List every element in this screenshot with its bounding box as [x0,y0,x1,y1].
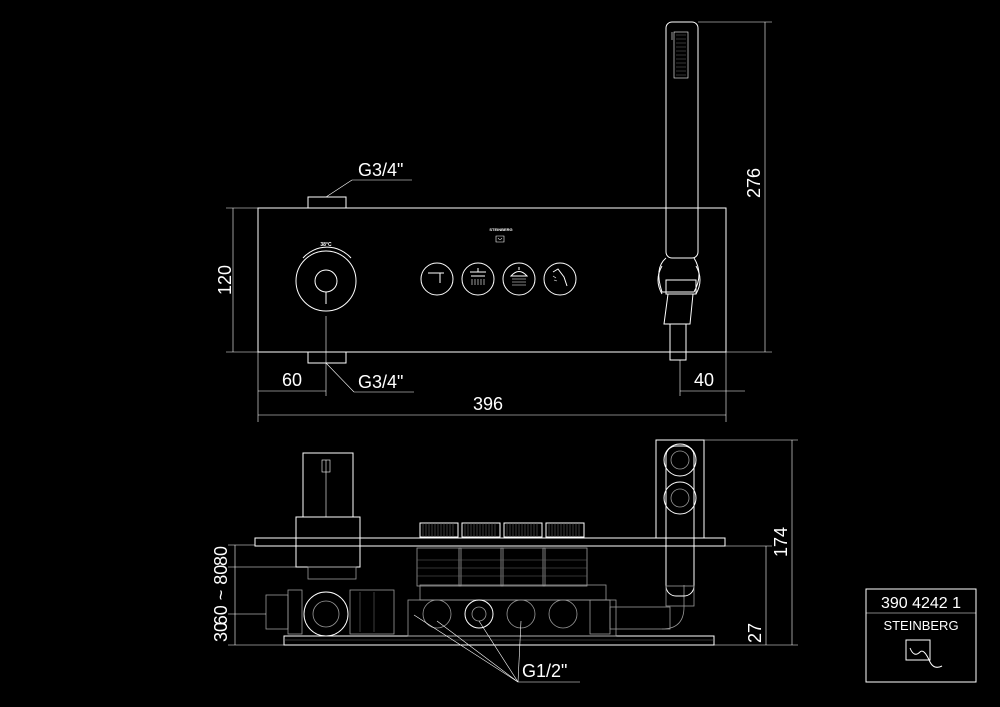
dim-plate-height-label: 120 [215,265,235,295]
dim-plate-width-label: 396 [473,394,503,414]
dim-horizontal: 60 40 396 [257,316,745,422]
thermostat-knob: 38°C [295,242,357,312]
function-button-4 [543,262,577,296]
top-pipe-stub [307,196,347,209]
callout-bottom-connection: G3/4" [325,362,414,393]
dim-side-base: 27 [725,545,772,645]
function-button-3 [502,262,536,296]
callout-top-connection: G3/4" [325,160,412,198]
callout-top-label: G3/4" [358,160,403,180]
dim-side-height-label: 174 [771,527,791,557]
cover-plate [254,537,726,547]
valve-cartridges [416,522,611,635]
logo-small-text: STEINBERG [489,227,512,232]
callout-bottom-label: G3/4" [358,372,403,392]
dim-depth-80-label: 80 [211,546,231,566]
callout-inlet-label: G1/2" [522,661,567,681]
callout-inlet-thread: G1/2" [413,614,580,683]
shower-head-icon [470,268,486,285]
brand-name: STEINBERG [883,618,958,633]
hand-shower [657,21,701,361]
spout-icon [428,272,444,283]
hand-shower-icon [552,268,568,287]
dim-depths: 80 60 ~ 80 30 [211,544,296,646]
steinberg-logo-icon [905,639,943,668]
rain-shower-icon [509,267,529,286]
function-button-1 [420,262,454,296]
dim-depth-30-label: 30 [211,622,231,642]
dim-side-height: 174 [704,439,798,646]
dim-depth-60-80-label: 60 ~ 80 [211,565,231,626]
dim-right-offset-label: 40 [694,370,714,390]
dim-hose-height-label: 276 [744,168,764,198]
wall-panel [257,207,727,353]
base-plate [283,635,715,646]
front-view: 38°C STEINBERG [215,21,772,422]
side-view: 174 27 80 60 ~ 80 30 G1/2" [211,439,798,683]
title-block: 390 4242 1 STEINBERG [865,588,977,683]
dim-side-base-label: 27 [745,623,765,643]
dim-plate-height: 120 [215,207,258,353]
steinberg-logo-small: STEINBERG [489,227,513,243]
function-button-2 [461,262,495,296]
article-number: 390 4242 1 [881,595,961,612]
thermostat-temp-label: 38°C [320,242,332,248]
dim-left-offset-label: 60 [282,370,302,390]
bottom-pipe-stub [307,351,347,364]
dim-hose-height: 276 [698,21,772,353]
